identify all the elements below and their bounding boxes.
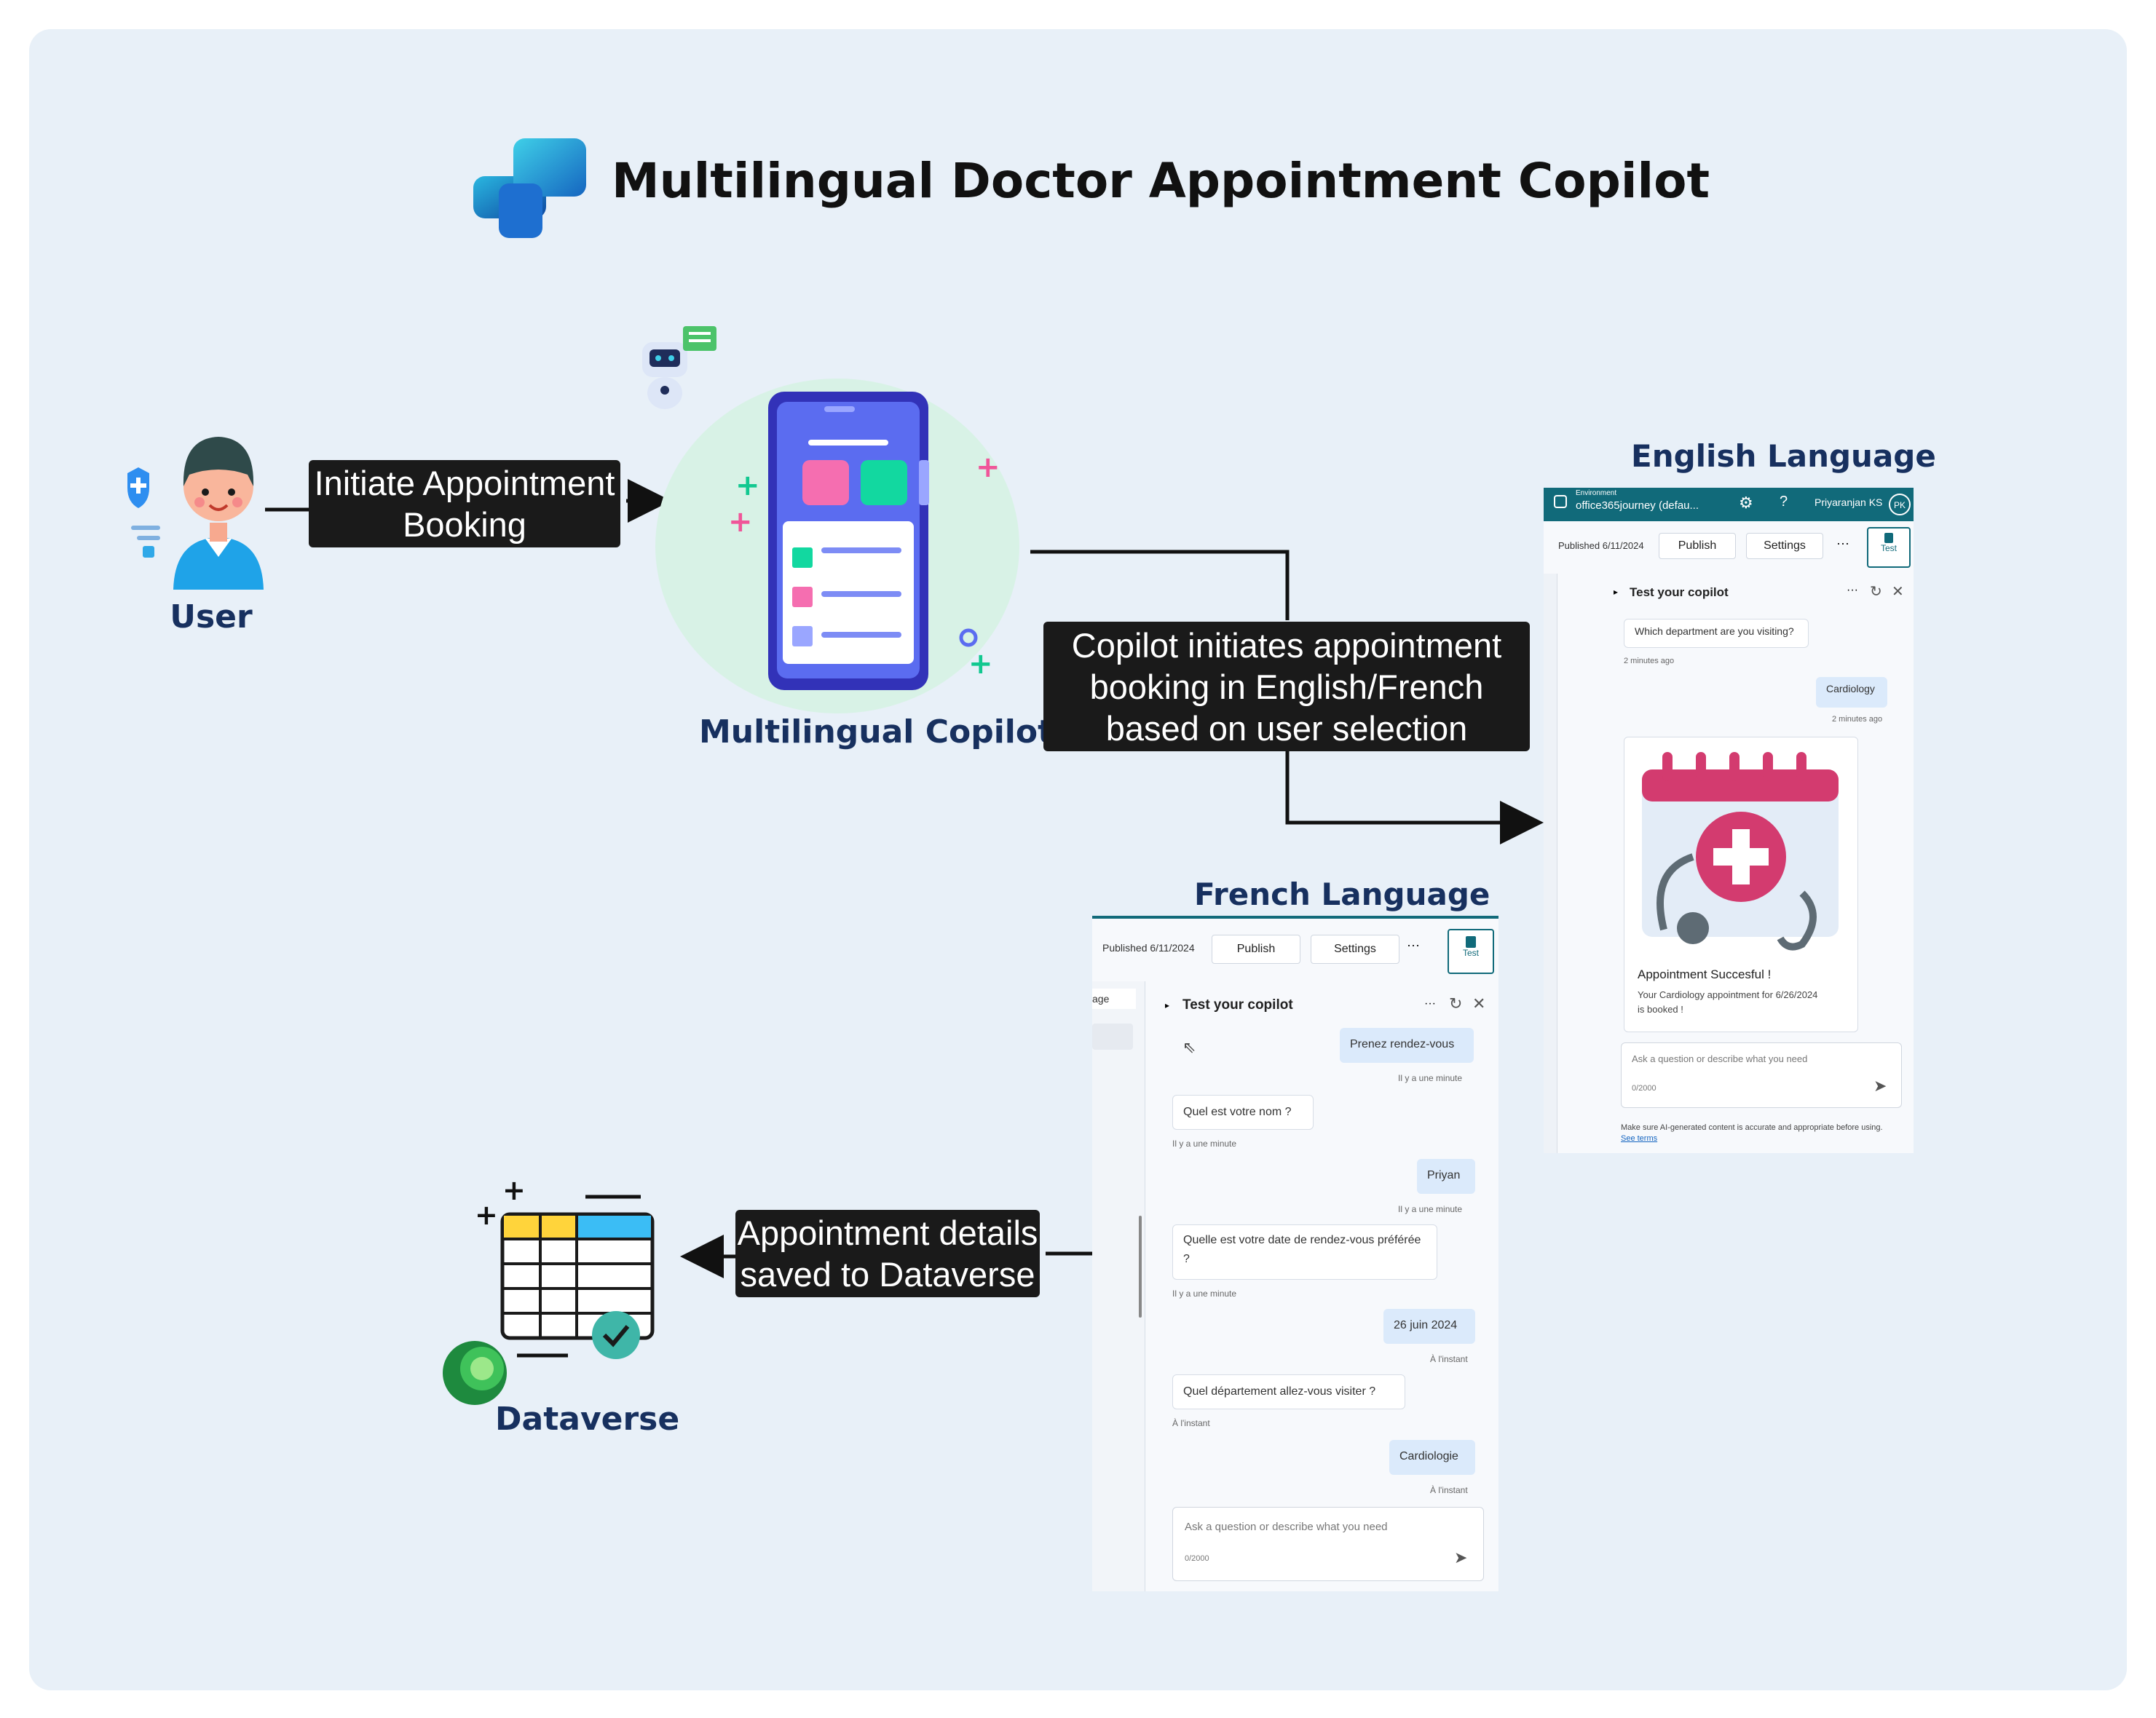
english-input-placeholder: Ask a question or describe what you need: [1632, 1053, 1808, 1064]
french-msg-1-time: Il y a une minute: [1398, 1073, 1463, 1083]
step-initiate-label: Initiate Appointment Booking: [309, 460, 620, 547]
collapse-chevron-icon[interactable]: ▸: [1614, 587, 1619, 597]
more-options-icon[interactable]: ···: [1836, 536, 1849, 550]
french-msg-7-time: À l'instant: [1430, 1485, 1468, 1495]
french-msg-2-time: Il y a une minute: [1172, 1139, 1237, 1149]
french-input-placeholder: Ask a question or describe what you need: [1185, 1521, 1388, 1533]
test-flask-icon: [1884, 533, 1893, 543]
see-terms-link[interactable]: See terms: [1621, 1134, 1658, 1143]
french-sidebar: age: [1092, 981, 1145, 1591]
svg-text:+: +: [502, 1174, 526, 1206]
english-msg-1-time: 2 minutes ago: [1624, 657, 1675, 665]
french-msg-5: 26 juin 2024: [1383, 1309, 1475, 1344]
sidebar-tab-fragment[interactable]: age: [1092, 989, 1136, 1009]
french-panel-more-icon[interactable]: ···: [1424, 997, 1436, 1010]
environment-icon: [1554, 495, 1567, 508]
close-icon[interactable]: ✕: [1892, 584, 1904, 600]
copilot-label: Multilingual Copilot: [699, 713, 1054, 751]
english-msg-2-time: 2 minutes ago: [1832, 715, 1883, 724]
french-more-options-icon[interactable]: ···: [1407, 938, 1420, 952]
english-disclaimer: Make sure AI-generated content is accura…: [1621, 1123, 1898, 1144]
french-test-button[interactable]: Test: [1448, 929, 1494, 974]
copilot-phone-icon: + + + +: [642, 326, 1019, 713]
english-chat-input[interactable]: Ask a question or describe what you need…: [1621, 1042, 1902, 1108]
published-date: Published 6/11/2024: [1558, 540, 1644, 551]
french-settings-button[interactable]: Settings: [1311, 935, 1399, 964]
user-name: Priyaranjan KS: [1815, 496, 1883, 508]
french-heading: French Language: [1194, 876, 1490, 912]
sidebar-strip: [1544, 574, 1557, 1153]
french-msg-6-time: À l'instant: [1172, 1418, 1210, 1428]
french-panel: Published 6/11/2024 Publish Settings ···…: [1092, 916, 1498, 1591]
french-msg-1: Prenez rendez-vous: [1340, 1028, 1474, 1063]
refresh-icon[interactable]: ↻: [1870, 584, 1882, 600]
page-title: Multilingual Doctor Appointment Copilot: [612, 153, 1710, 209]
english-msg-1: Which department are you visiting?: [1624, 619, 1809, 648]
french-test-button-label: Test: [1462, 948, 1479, 958]
french-msg-3: Priyan: [1417, 1159, 1475, 1194]
english-msg-2: Cardiology: [1816, 677, 1887, 708]
step-copilot-initiates-label: Copilot initiates appointment booking in…: [1043, 622, 1530, 751]
settings-gear-icon[interactable]: ⚙: [1739, 494, 1753, 512]
svg-text:+: +: [735, 469, 760, 502]
french-publish-button[interactable]: Publish: [1212, 935, 1300, 964]
french-refresh-icon[interactable]: ↻: [1449, 994, 1463, 1013]
french-test-panel-title: Test your copilot: [1182, 997, 1293, 1013]
french-msg-4: Quelle est votre date de rendez-vous pré…: [1172, 1224, 1437, 1280]
card-title: Appointment Succesful !: [1638, 967, 1772, 981]
cursor-icon: ⇖: [1182, 1038, 1196, 1056]
card-text: Your Cardiology appointment for 6/26/202…: [1638, 989, 1818, 1015]
french-chat-input[interactable]: Ask a question or describe what you need…: [1172, 1507, 1484, 1581]
test-button-label: Test: [1880, 543, 1897, 553]
sidebar-block: [1092, 1024, 1133, 1050]
french-msg-3-time: Il y a une minute: [1398, 1204, 1463, 1214]
test-panel-title: Test your copilot: [1630, 585, 1729, 599]
english-heading: English Language: [1631, 438, 1936, 474]
english-panel: Environment office365journey (defau... ⚙…: [1544, 488, 1914, 1153]
settings-button[interactable]: Settings: [1746, 533, 1823, 559]
english-topbar: Environment office365journey (defau... ⚙…: [1544, 488, 1914, 521]
french-msg-5-time: À l'instant: [1430, 1354, 1468, 1364]
french-published-date: Published 6/11/2024: [1102, 942, 1195, 954]
user-avatar-icon: [127, 437, 264, 590]
dataverse-label: Dataverse: [495, 1401, 680, 1438]
sidebar-scrollbar[interactable]: [1139, 1216, 1142, 1318]
dataverse-table-icon: + +: [443, 1174, 655, 1405]
appointment-card: Appointment Succesful ! Your Cardiology …: [1624, 737, 1858, 1032]
french-close-icon[interactable]: ✕: [1472, 994, 1486, 1013]
panel-more-icon[interactable]: ···: [1847, 584, 1858, 596]
send-icon[interactable]: ➤: [1873, 1077, 1887, 1095]
test-button[interactable]: Test: [1867, 527, 1911, 568]
env-name[interactable]: office365journey (defau...: [1576, 499, 1699, 512]
copilot-logo-icon: [473, 138, 586, 238]
user-label: User: [170, 598, 253, 636]
french-collapse-chevron-icon[interactable]: ▸: [1165, 1000, 1170, 1010]
english-char-counter: 0/2000: [1632, 1084, 1657, 1093]
help-icon[interactable]: ?: [1780, 494, 1788, 510]
french-msg-2: Quel est votre nom ?: [1172, 1095, 1314, 1130]
env-label: Environment: [1576, 489, 1617, 497]
publish-button[interactable]: Publish: [1659, 533, 1736, 559]
french-char-counter: 0/2000: [1185, 1554, 1209, 1563]
disclaimer-text: Make sure AI-generated content is accura…: [1621, 1123, 1883, 1132]
french-msg-4-time: Il y a une minute: [1172, 1288, 1237, 1299]
calendar-medical-icon: [1642, 752, 1839, 951]
french-msg-6: Quel département allez-vous visiter ?: [1172, 1374, 1405, 1409]
french-test-flask-icon: [1466, 936, 1476, 948]
step-saved-label: Appointment details saved to Dataverse: [735, 1210, 1040, 1297]
svg-text:+: +: [968, 647, 993, 681]
french-send-icon[interactable]: ➤: [1454, 1548, 1468, 1567]
french-msg-7: Cardiologie: [1389, 1440, 1475, 1475]
svg-text:+: +: [976, 451, 1000, 484]
profile-avatar[interactable]: PK: [1889, 494, 1911, 515]
svg-text:+: +: [728, 505, 753, 539]
svg-text:+: +: [475, 1199, 498, 1231]
